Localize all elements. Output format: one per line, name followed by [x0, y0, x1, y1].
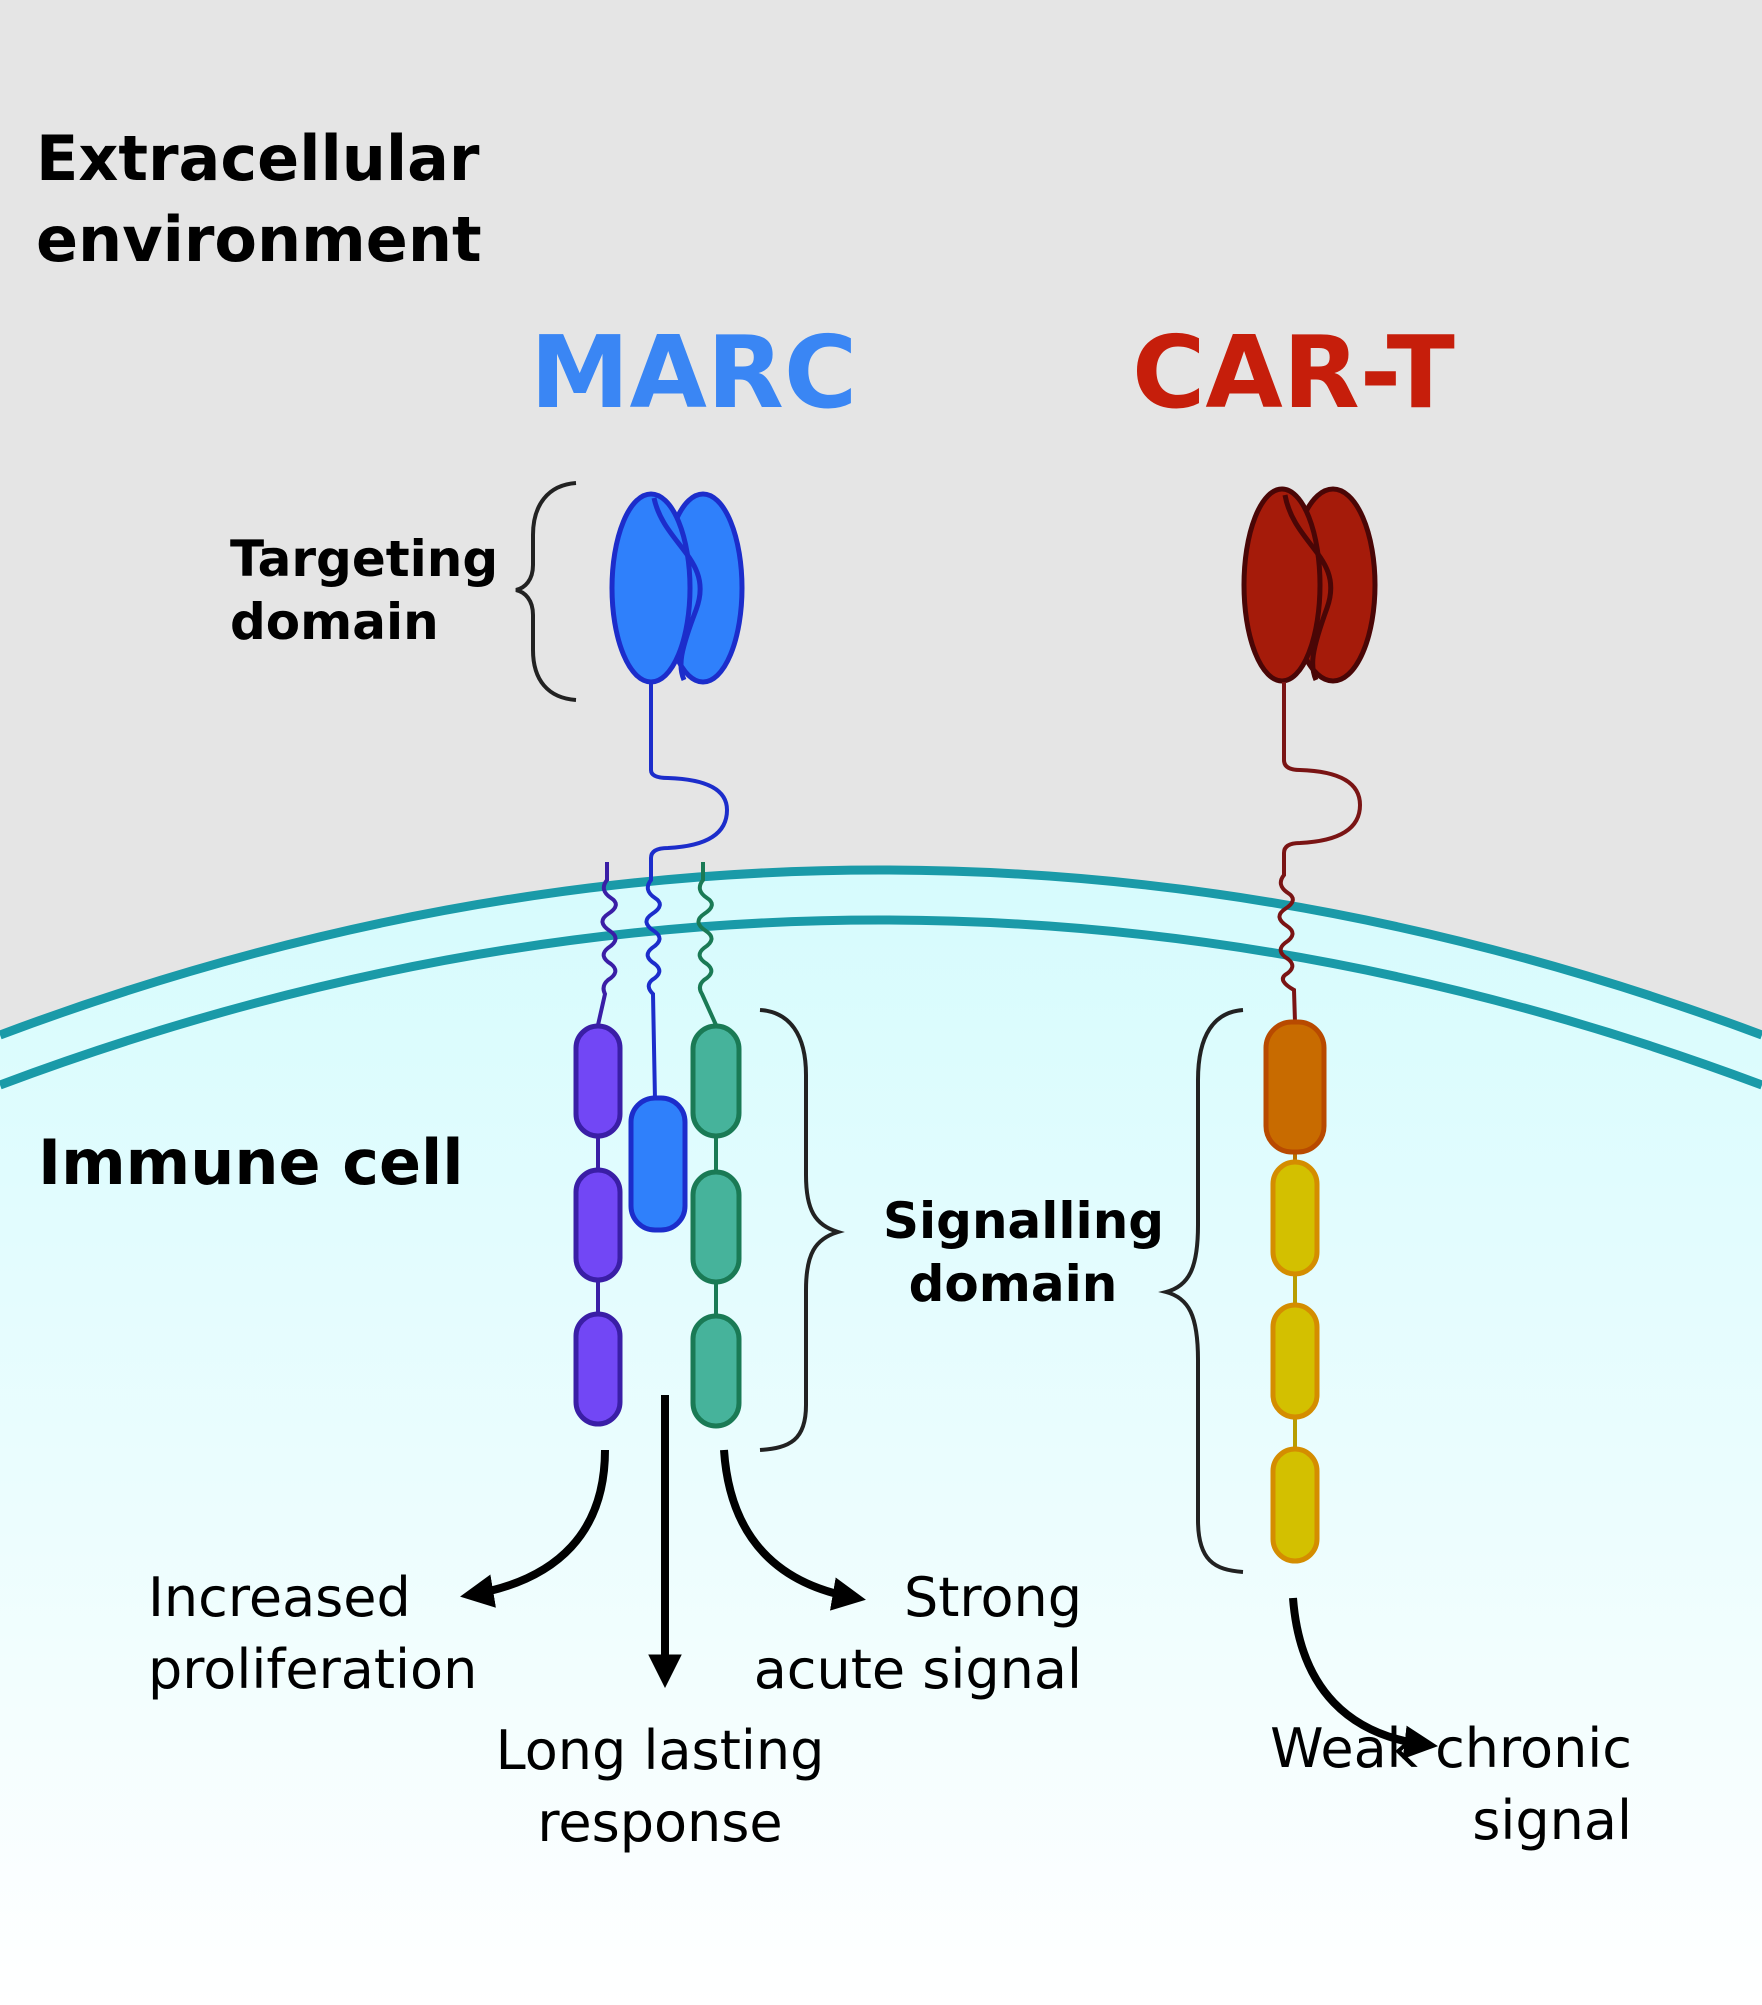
immune-cell-label: Immune cell	[38, 1126, 464, 1199]
cart-yellow-segment-3	[1270, 1446, 1320, 1564]
cart-yellow-segment-1	[1270, 1159, 1320, 1277]
membrane-inner	[0, 915, 1762, 1090]
marc-scfv-linker	[651, 497, 703, 681]
membrane-outer	[0, 865, 1762, 1040]
arrow-weak-chronic-icon	[1289, 1597, 1439, 1759]
cell-interior	[0, 870, 1762, 2005]
extracellular-label: Extracellular environment	[36, 122, 482, 276]
marc-blue-segment	[628, 1095, 688, 1233]
marc-green-segment-3	[690, 1313, 742, 1429]
signalling-domain-label: Signalling domain	[883, 1192, 1165, 1313]
marc-green-tm	[696, 862, 718, 1026]
outcome-increased-proliferation: Increased proliferation	[148, 1566, 478, 1701]
targeting-domain-label: Targeting domain	[230, 530, 499, 651]
outcome-long-lasting-response: Long lasting response	[495, 1719, 825, 1854]
marc-purple-segment-1	[573, 1023, 623, 1139]
marc-green-segment-2	[690, 1169, 742, 1285]
marc-scfv-front-ellipse	[609, 491, 693, 685]
outcome-strong-acute-signal: Strong acute signal	[753, 1566, 1082, 1701]
cart-scfv-front-ellipse	[1241, 486, 1323, 684]
marc-title: MARC	[530, 314, 858, 431]
cart-orange-segment	[1263, 1019, 1327, 1155]
cart-receptor	[1241, 486, 1378, 1564]
marc-purple-segment-2	[573, 1167, 623, 1283]
cart-hinge	[1277, 682, 1363, 1023]
outcome-weak-chronic-signal: Weak chronic signal	[1270, 1717, 1632, 1852]
cart-yellow-segment-2	[1270, 1302, 1320, 1420]
marc-receptor	[573, 491, 745, 1429]
arrow-increased-proliferation-icon	[460, 1449, 609, 1608]
marc-signalling-brace-icon	[759, 1008, 845, 1452]
targeting-brace-icon	[515, 481, 577, 702]
marc-purple-segment-3	[573, 1311, 623, 1427]
marc-green-segment-1	[690, 1023, 742, 1139]
arrow-strong-acute-icon	[720, 1449, 866, 1611]
marc-purple-tm	[596, 862, 618, 1026]
marc-hinge	[644, 682, 730, 1101]
cart-title: CAR-T	[1132, 314, 1455, 431]
cart-scfv-linker	[1282, 494, 1334, 681]
cart-signalling-brace-icon	[1158, 1008, 1244, 1574]
